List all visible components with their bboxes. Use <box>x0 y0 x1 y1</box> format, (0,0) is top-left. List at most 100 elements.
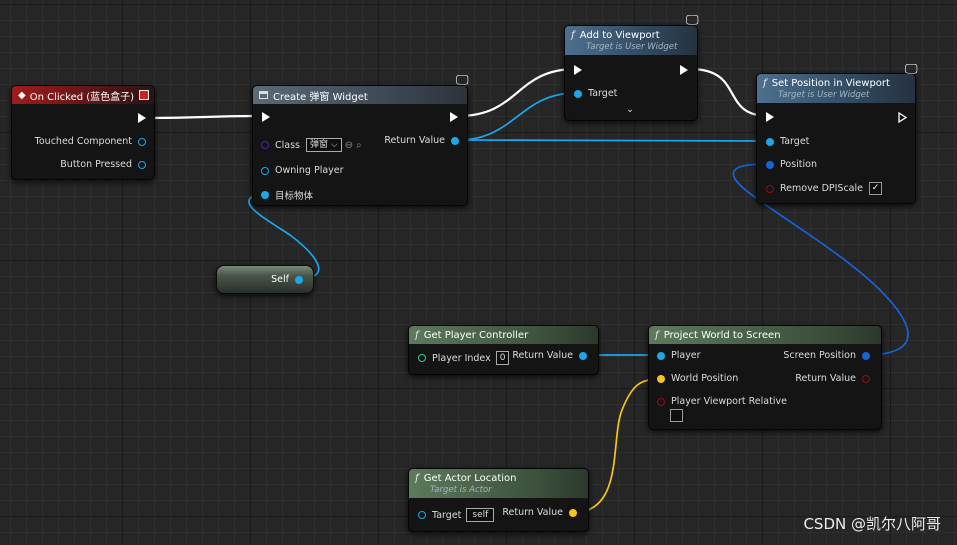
class-pin-icon <box>261 141 269 149</box>
vector-pin-icon <box>657 374 665 383</box>
int-pin-icon <box>418 354 426 362</box>
screen-position-pin[interactable]: Screen Position <box>783 350 870 361</box>
vector2d-pin-icon <box>862 351 870 360</box>
vector-wire-location-to-world <box>571 378 661 514</box>
owning-player-pin[interactable]: Owning Player <box>261 165 344 176</box>
exec-in-pin[interactable] <box>766 112 774 122</box>
browse-search-icon[interactable]: ⌕ <box>356 139 362 151</box>
object-pin-icon <box>261 166 269 175</box>
class-dropdown[interactable]: 弹窗 ⌵ <box>306 138 342 152</box>
object-pin-icon <box>138 137 146 146</box>
node-set-position[interactable]: f Set Position in Viewport Target is User… <box>756 73 916 204</box>
exec-out-pin[interactable] <box>898 112 907 123</box>
player-index-pin[interactable]: Player Index 0 <box>418 351 510 365</box>
node-header[interactable]: f Set Position in Viewport Target is User… <box>757 74 915 103</box>
object-pin-icon <box>451 136 459 145</box>
node-get-player-controller[interactable]: f Get Player Controller Player Index 0 R… <box>408 325 599 375</box>
node-title: Set Position in Viewport <box>771 77 890 89</box>
return-value-pin[interactable]: Return Value <box>795 373 870 384</box>
node-title: Project World to Screen <box>663 329 781 341</box>
viewport-relative-checkbox[interactable] <box>670 409 683 422</box>
use-selected-icon[interactable]: ⊖ <box>344 139 354 151</box>
target-object-pin[interactable]: 目标物体 <box>261 188 313 202</box>
position-pin[interactable]: Position <box>766 159 817 170</box>
node-project-world[interactable]: f Project World to Screen Player Screen … <box>648 325 882 430</box>
target-pin[interactable]: Target <box>766 136 809 147</box>
node-title: Get Player Controller <box>423 329 529 341</box>
node-title: Get Actor Location <box>423 472 517 484</box>
node-on-clicked[interactable]: ◆ On Clicked (蓝色盒子) Touched Component Bu… <box>11 85 155 180</box>
object-wire-return-to-setpos-target <box>457 139 769 142</box>
bool-pin-icon <box>657 397 665 406</box>
exec-in-pin[interactable] <box>574 65 582 75</box>
bool-pin-icon <box>862 374 870 383</box>
object-pin-icon <box>766 137 774 146</box>
node-get-actor-location[interactable]: f Get Actor Location Target is Actor Targ… <box>408 468 589 532</box>
node-title: On Clicked (蓝色盒子) <box>29 91 135 103</box>
function-icon: f <box>415 329 419 341</box>
function-icon: f <box>571 29 575 41</box>
expand-chevron-icon[interactable]: ⌄ <box>626 104 634 115</box>
exec-wire-create-to-add <box>457 67 577 118</box>
node-create-widget[interactable]: Create 弹窗 Widget Class 弹窗 ⌵ ⊖ ⌕ Return V… <box>252 85 468 206</box>
self-pin[interactable]: Self <box>271 274 303 285</box>
monitor-icon: 🖵 <box>905 62 918 77</box>
object-pin-icon <box>418 511 426 519</box>
return-value-pin[interactable]: Return Value <box>502 507 577 518</box>
object-pin-icon <box>295 275 303 284</box>
widget-icon <box>259 91 268 99</box>
bool-pin-icon <box>766 184 774 193</box>
function-icon: f <box>655 329 659 341</box>
object-pin-icon <box>574 89 582 98</box>
node-title: Add to Viewport <box>579 29 660 41</box>
node-self[interactable]: Self <box>216 265 314 294</box>
node-add-to-viewport[interactable]: f Add to Viewport Target is User Widget T… <box>564 25 698 121</box>
exec-out-pin[interactable] <box>450 112 458 122</box>
object-pin-icon <box>579 351 587 360</box>
monitor-icon: 🖵 <box>686 13 699 28</box>
node-header[interactable]: ◆ On Clicked (蓝色盒子) <box>12 86 154 104</box>
exec-in-pin[interactable] <box>262 112 270 122</box>
node-header[interactable]: f Add to Viewport Target is User Widget <box>565 26 697 55</box>
chevron-down-icon: ⌵ <box>330 140 338 150</box>
object-pin-icon <box>261 191 269 199</box>
node-header[interactable]: f Get Actor Location Target is Actor <box>409 469 588 498</box>
target-pin[interactable]: Target self <box>418 508 495 522</box>
remove-dpi-pin[interactable]: Remove DPIScale ✓ <box>766 182 882 195</box>
target-pin[interactable]: Target <box>574 88 617 99</box>
object-pin-icon <box>138 160 146 169</box>
node-subtitle: Target is User Widget <box>586 41 678 52</box>
exec-wire-clicked-to-create <box>149 114 263 120</box>
node-header[interactable]: f Project World to Screen <box>649 326 881 344</box>
remove-dpi-checkbox[interactable]: ✓ <box>868 182 882 195</box>
vector2d-wire-screen-to-position <box>732 163 909 356</box>
touched-component-pin[interactable]: Touched Component <box>35 136 146 147</box>
function-icon: f <box>415 472 419 484</box>
return-value-pin[interactable]: Return Value <box>384 135 459 146</box>
object-wire-self-to-target <box>248 191 320 280</box>
exec-out-pin[interactable] <box>138 113 146 123</box>
node-subtitle: Target is Actor <box>430 484 492 495</box>
viewport-relative-pin[interactable]: Player Viewport Relative <box>657 396 787 407</box>
object-pin-icon <box>657 351 665 360</box>
player-pin[interactable]: Player <box>657 350 701 361</box>
vector-pin-icon <box>569 508 577 517</box>
node-header[interactable]: Create 弹窗 Widget <box>253 86 467 104</box>
delegate-pin-icon[interactable] <box>139 90 149 100</box>
watermark: CSDN @凯尔八阿哥 <box>803 515 941 533</box>
node-header[interactable]: f Get Player Controller <box>409 326 598 344</box>
exec-wire-add-to-setpos <box>689 67 769 118</box>
function-icon: f <box>763 77 767 89</box>
button-pressed-pin[interactable]: Button Pressed <box>60 159 146 170</box>
return-value-pin[interactable]: Return Value <box>512 350 587 361</box>
target-input[interactable]: self <box>466 508 495 522</box>
node-subtitle: Target is User Widget <box>778 89 870 100</box>
player-index-input[interactable]: 0 <box>495 351 510 365</box>
vector2d-pin-icon <box>766 160 774 169</box>
monitor-icon: 🖵 <box>456 73 469 88</box>
object-wire-return-to-add-target <box>457 92 577 141</box>
world-position-pin[interactable]: World Position <box>657 373 738 384</box>
class-pin[interactable]: Class 弹窗 ⌵ ⊖ ⌕ <box>261 138 362 152</box>
exec-out-pin[interactable] <box>680 65 688 75</box>
